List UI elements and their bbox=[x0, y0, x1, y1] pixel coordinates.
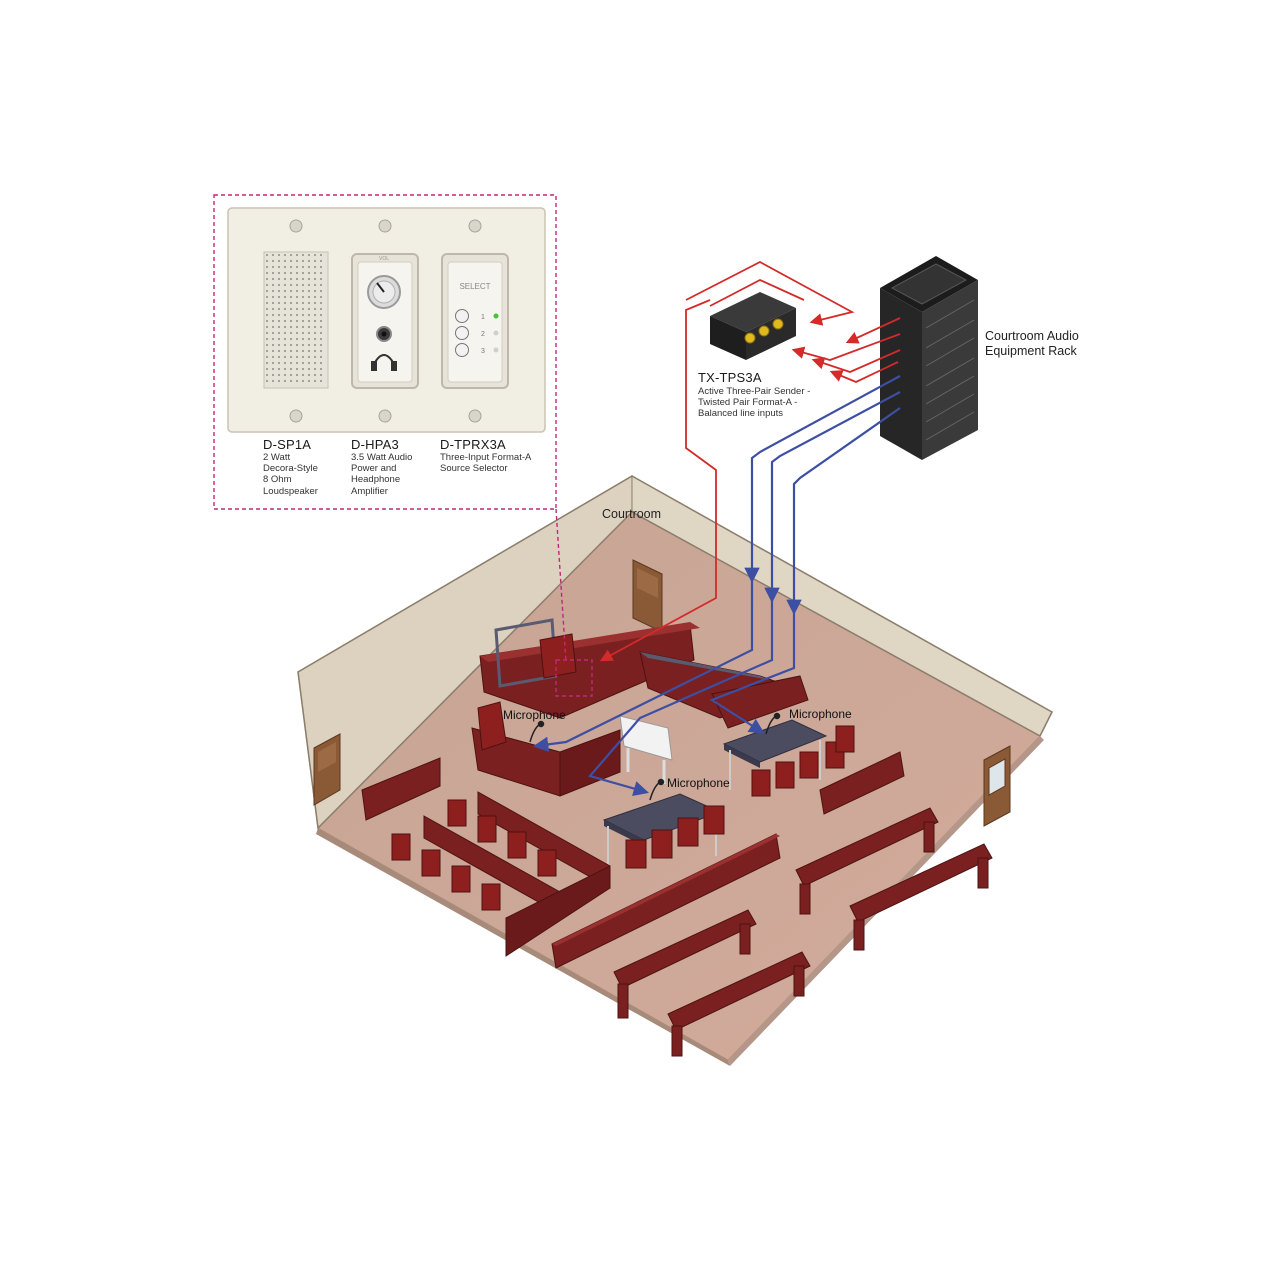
right-door-icon bbox=[983, 745, 1011, 827]
rack-label-line: Courtroom Audio bbox=[985, 329, 1079, 343]
chairs-center bbox=[625, 805, 725, 869]
button-label-3: 3 bbox=[481, 348, 485, 355]
desc-line: Amplifier bbox=[351, 485, 388, 497]
d-hpa3-model: D-HPA3 bbox=[351, 437, 399, 452]
back-door-icon bbox=[632, 559, 663, 633]
desc-line: Balanced line inputs bbox=[698, 408, 784, 420]
headphone-icon bbox=[371, 354, 397, 371]
d-sp1a-model: D-SP1A bbox=[263, 437, 312, 452]
volume-knob-icon bbox=[367, 275, 401, 309]
tx-tps3a-sender bbox=[710, 292, 796, 360]
rack-label-line: Equipment Rack bbox=[985, 343, 1077, 358]
wallplate-callout bbox=[213, 194, 593, 697]
d-tprx3a-description: Three-Input Format-A Source Selector bbox=[440, 452, 531, 474]
wall-plate: VOL SELECT 1 2 3 bbox=[227, 207, 546, 433]
select-label: SELECT bbox=[459, 282, 490, 291]
rack-label: Courtroom Audio Equipment Rack bbox=[985, 329, 1079, 359]
d-tprx3a-model: D-TPRX3A bbox=[440, 437, 506, 452]
led-indicator-1 bbox=[493, 313, 499, 319]
counsel-table-right bbox=[722, 719, 828, 790]
courtroom-furniture bbox=[361, 618, 993, 1057]
gallery-benches bbox=[613, 807, 993, 1057]
chairs-right bbox=[751, 725, 855, 797]
red-signal-wires bbox=[599, 260, 901, 662]
microphone-label: Microphone bbox=[667, 776, 730, 790]
desc-line: 3.5 Watt Audio bbox=[351, 452, 413, 463]
left-door-icon bbox=[313, 733, 341, 806]
d-hpa3-description: 3.5 Watt Audio Power and Headphone Ampli… bbox=[351, 452, 412, 497]
microphone-label: Microphone bbox=[789, 707, 852, 721]
desc-line: Active Three-Pair Sender - bbox=[698, 386, 811, 397]
screw-icon bbox=[289, 219, 482, 423]
tx-tps3a-description: Active Three-Pair Sender - Twisted Pair … bbox=[698, 386, 810, 420]
desc-line: 8 Ohm bbox=[263, 474, 292, 486]
desc-line: Headphone bbox=[351, 474, 401, 486]
led-indicator-2 bbox=[493, 330, 499, 336]
led-indicator-3 bbox=[493, 347, 499, 353]
button-label-1: 1 bbox=[481, 314, 485, 321]
desc-line: Decora-Style bbox=[263, 463, 318, 475]
headphone-jack-icon bbox=[376, 326, 392, 342]
jury-box bbox=[361, 757, 611, 957]
blue-signal-wires bbox=[532, 375, 901, 797]
selector-buttons: 1 2 3 bbox=[455, 309, 499, 357]
desc-line: Source Selector bbox=[440, 463, 508, 475]
desc-line: Loudspeaker bbox=[263, 485, 318, 497]
terminal-block-icon bbox=[744, 318, 784, 344]
desc-line: Three-Input Format-A bbox=[440, 452, 532, 463]
tx-tps3a-model: TX-TPS3A bbox=[698, 370, 762, 385]
d-sp1a-description: 2 Watt Decora-Style 8 Ohm Loudspeaker bbox=[263, 452, 318, 497]
equipment-rack bbox=[880, 256, 978, 460]
desc-line: Power and bbox=[351, 463, 397, 475]
bar-railing bbox=[551, 751, 905, 969]
microphone-icon bbox=[529, 712, 781, 801]
desc-line: Twisted Pair Format-A - bbox=[698, 397, 798, 409]
witness-box bbox=[471, 701, 621, 797]
button-label-2: 2 bbox=[481, 331, 485, 338]
vol-label: VOL bbox=[379, 256, 389, 262]
courtroom-label: Courtroom bbox=[602, 507, 662, 521]
desc-line: 2 Watt bbox=[263, 452, 291, 463]
microphone-label: Microphone bbox=[503, 708, 566, 722]
